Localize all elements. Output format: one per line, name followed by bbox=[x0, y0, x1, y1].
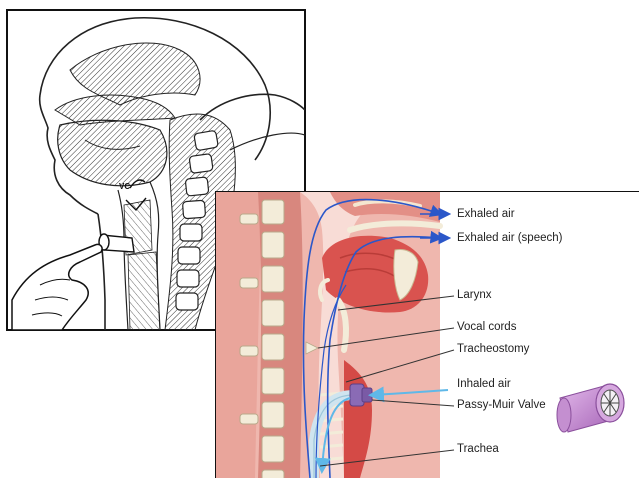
label-inhaled-air: Inhaled air bbox=[457, 378, 511, 391]
sketch-vc-label: VC bbox=[119, 182, 130, 191]
label-larynx: Larynx bbox=[457, 289, 492, 302]
label-exhaled-air: Exhaled air bbox=[457, 208, 515, 221]
anatomy-panel bbox=[216, 192, 639, 478]
label-trachea: Trachea bbox=[457, 443, 499, 456]
label-vocal-cords: Vocal cords bbox=[457, 321, 516, 334]
label-passy-muir-valve: Passy-Muir Valve bbox=[457, 399, 546, 412]
label-exhaled-air-speech: Exhaled air (speech) bbox=[457, 232, 562, 245]
label-tracheostomy: Tracheostomy bbox=[457, 343, 529, 356]
